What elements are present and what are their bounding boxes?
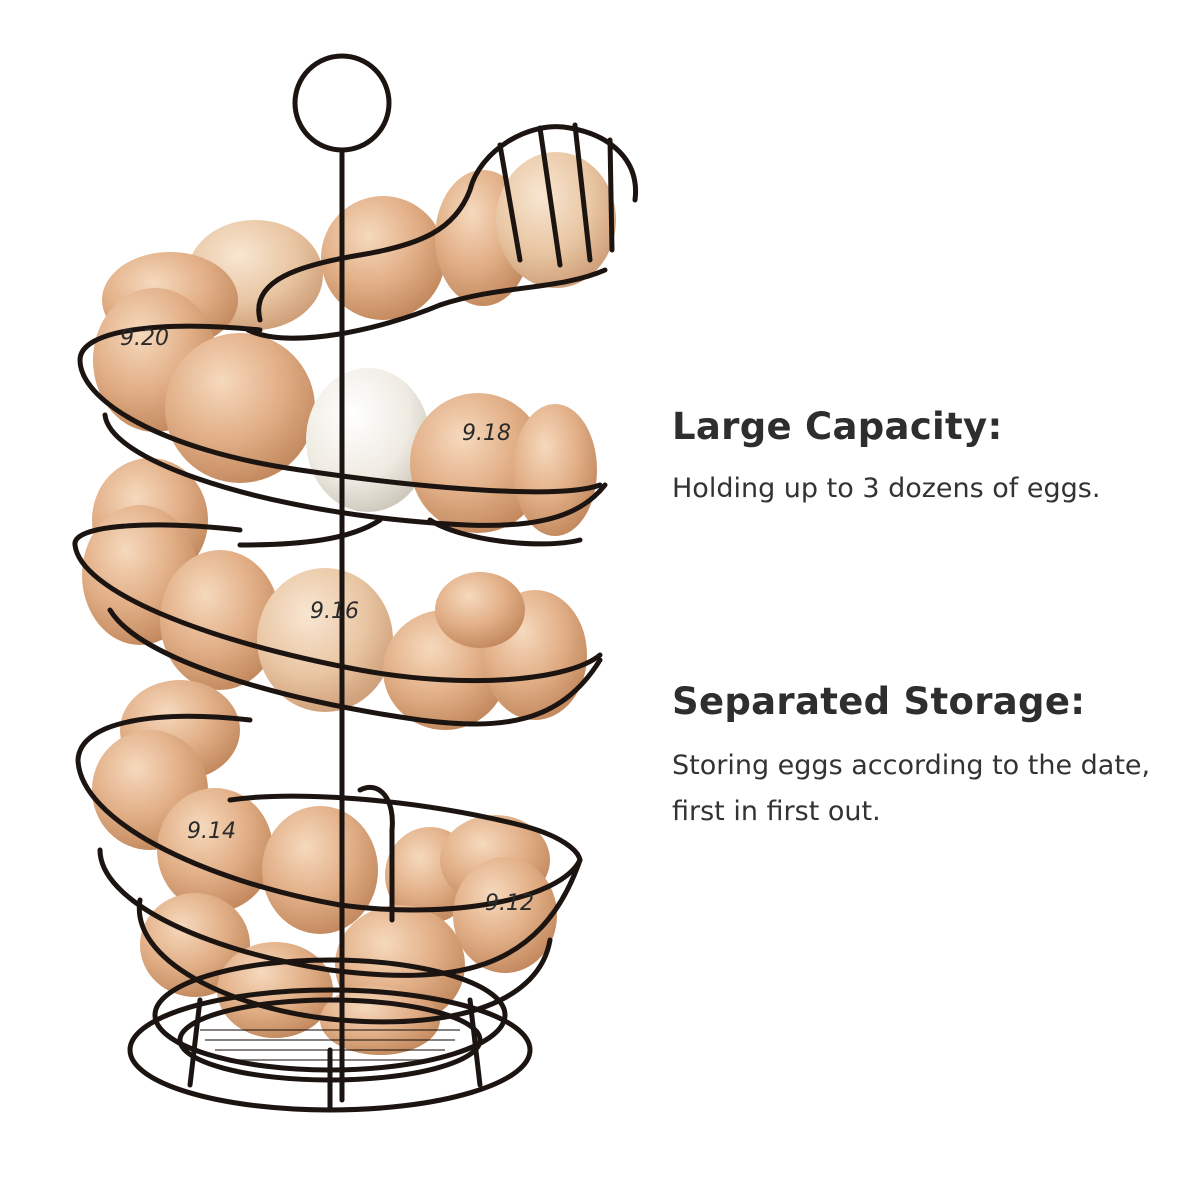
feature-separated-storage: Separated Storage: Storing eggs accordin… — [672, 680, 1150, 835]
feature-heading: Separated Storage: — [672, 680, 1086, 723]
egg — [306, 368, 430, 512]
feature-heading: Large Capacity: — [672, 405, 1003, 448]
eggs — [82, 152, 616, 1055]
egg — [513, 404, 597, 536]
egg — [165, 333, 315, 483]
egg-date-label: 9.16 — [310, 599, 359, 624]
egg-date-label: 9.12 — [485, 891, 534, 916]
feature-large-capacity: Large Capacity: Holding up to 3 dozens o… — [672, 405, 1100, 512]
egg-date-labels: 9.20 9.18 9.16 9.14 9.12 — [120, 326, 534, 916]
feature-description: Storing eggs according to the date, — [672, 750, 1151, 781]
egg — [410, 393, 546, 533]
feature-description: first in first out. — [672, 796, 881, 827]
egg — [257, 568, 393, 712]
egg — [321, 196, 445, 320]
egg-date-label: 9.14 — [187, 819, 236, 844]
wire-rack — [72, 53, 639, 1113]
egg-date-label: 9.18 — [462, 421, 511, 446]
egg — [453, 857, 557, 973]
egg — [262, 806, 378, 934]
base-mesh — [200, 1029, 460, 1061]
egg — [160, 550, 280, 690]
egg — [435, 572, 525, 648]
hanging-ring — [292, 53, 392, 153]
egg-date-label: 9.20 — [120, 326, 169, 351]
feature-description: Holding up to 3 dozens of eggs. — [672, 473, 1101, 504]
egg — [496, 152, 616, 288]
egg — [157, 788, 273, 912]
